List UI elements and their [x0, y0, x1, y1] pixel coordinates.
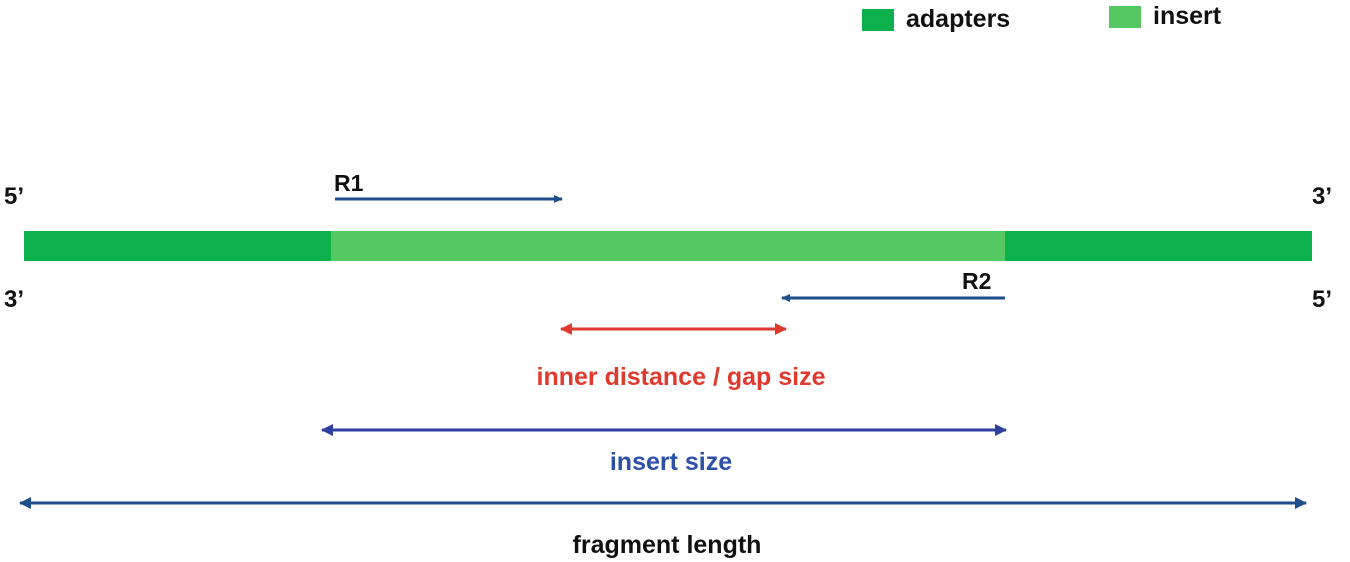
legend-swatch-adapters — [862, 9, 894, 31]
strand-bottom-right-label: 5’ — [1312, 286, 1332, 313]
read-r1-label: R1 — [334, 170, 364, 196]
strand-top-left-label: 5’ — [4, 183, 24, 210]
fragment-length-label: fragment length — [573, 531, 762, 559]
strand-top-right-label: 3’ — [1312, 183, 1332, 210]
legend-label-adapters: adapters — [906, 5, 1010, 33]
fragment-bar — [24, 231, 1312, 261]
adapter-left-segment — [24, 231, 331, 261]
legend: adapters insert — [862, 2, 1222, 33]
inner-distance-label: inner distance / gap size — [537, 363, 826, 391]
read-r2-label: R2 — [962, 268, 991, 294]
insert-segment — [331, 231, 1005, 261]
adapter-right-segment — [1005, 231, 1312, 261]
legend-label-insert: insert — [1153, 2, 1222, 30]
strand-bottom-left-label: 3’ — [4, 286, 24, 313]
insert-size-label: insert size — [610, 448, 732, 476]
legend-swatch-insert — [1109, 6, 1141, 28]
